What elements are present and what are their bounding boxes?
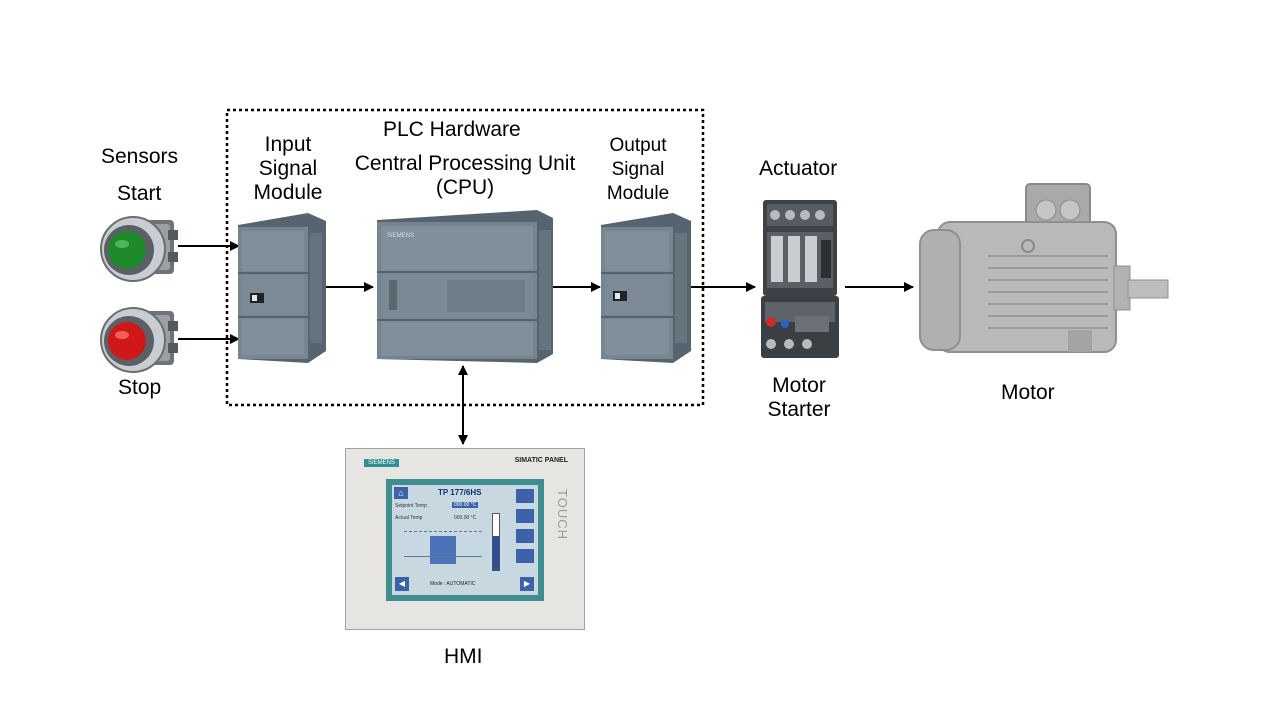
output-signal-module [601, 213, 691, 363]
hmi-label: HMI [444, 645, 483, 668]
input-module-label-line-1: Input [264, 133, 312, 156]
cpu-label-line-1: Central Processing Unit [354, 152, 576, 175]
hmi-side-text: TOUCH [555, 489, 570, 540]
start-label: Start [117, 182, 162, 205]
plc-hardware-title: PLC Hardware [383, 118, 521, 141]
hmi-row1-label: Setpoint Temp [395, 503, 427, 509]
motor [918, 182, 1170, 358]
hmi-next-icon: ▶ [520, 577, 534, 591]
input-signal-module [238, 213, 326, 363]
stop-label: Stop [118, 376, 162, 399]
hmi-row1-value: 000.00 °C [452, 502, 479, 508]
input-module-label-line-3: Module [253, 181, 323, 204]
motor-starter [757, 196, 843, 364]
hmi-level-bar [492, 513, 500, 571]
stop-pushbutton [98, 303, 180, 373]
cpu-module: SIEMENS [377, 210, 553, 363]
hmi-screen-title: TP 177/6HS [438, 488, 482, 497]
motor-starter-label-line-2: Starter [767, 398, 831, 421]
input-module-label: Input Signal Module [248, 133, 328, 205]
hmi-row2-value: 000.00 °C [454, 515, 477, 521]
hmi-row2-label: Actual Temp [395, 515, 423, 521]
output-module-label-line-2: Signal [611, 159, 665, 180]
hmi-screen-bezel: ⌂ TP 177/6HS Setpoint Temp 000.00 °C Act… [386, 479, 544, 601]
actuator-label: Actuator [759, 157, 838, 180]
hmi-panel: SIEMENS SIMATIC PANEL TOUCH ⌂ TP 177/6HS… [345, 448, 585, 630]
hmi-mode-text: Mode : AUTOMATIC [430, 581, 476, 587]
cpu-label: Central Processing Unit (CPU) [343, 152, 587, 200]
motor-label: Motor [1001, 381, 1055, 404]
cpu-brand-text: SIEMENS [387, 233, 414, 239]
hmi-brand: SIEMENS [364, 459, 400, 467]
input-module-label-line-2: Signal [258, 157, 318, 180]
output-module-label-line-1: Output [609, 135, 667, 156]
home-icon: ⌂ [394, 487, 408, 499]
start-pushbutton [98, 212, 180, 282]
output-module-label-line-3: Module [606, 183, 670, 204]
motor-starter-label-line-1: Motor [772, 374, 826, 397]
hmi-model: SIMATIC PANEL [514, 457, 568, 464]
motor-starter-label: Motor Starter [757, 374, 841, 422]
hmi-process-graphic [404, 531, 482, 568]
cpu-label-line-2: (CPU) [435, 176, 495, 199]
sensors-label: Sensors [101, 145, 179, 168]
hmi-side-buttons [516, 489, 534, 575]
hmi-screen: ⌂ TP 177/6HS Setpoint Temp 000.00 °C Act… [392, 485, 538, 595]
hmi-prev-icon: ◀ [395, 577, 409, 591]
output-module-label: Output Signal Module [600, 134, 676, 206]
